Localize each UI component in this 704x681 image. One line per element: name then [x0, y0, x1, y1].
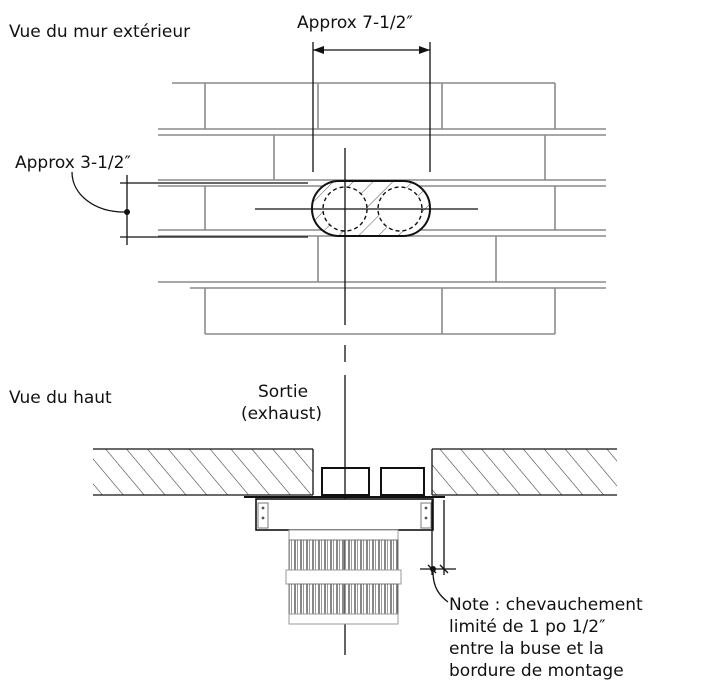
- vent-outlets: [321, 467, 425, 496]
- note-line1: Note : chevauchement: [449, 595, 643, 615]
- height-dimension: [71, 171, 308, 245]
- exhaust-label-line1: Sortie: [258, 382, 308, 402]
- heater-body: [285, 529, 402, 625]
- width-dimension-label: Approx 7-1/2″: [297, 13, 413, 33]
- width-dimension: [312, 42, 431, 172]
- exhaust-label-line2: (exhaust): [241, 404, 322, 424]
- mounting-flange: [244, 496, 445, 531]
- exterior-view-label: Vue du mur extérieur: [9, 22, 190, 42]
- overlap-dimension: [420, 500, 456, 603]
- note-line3: entre la buse et la: [449, 639, 604, 659]
- note-line4: bordure de montage: [449, 661, 624, 681]
- height-dimension-label: Approx 3-1/2″: [15, 153, 131, 173]
- wall-section-top-view: [93, 448, 617, 496]
- top-view-label: Vue du haut: [9, 388, 112, 408]
- note-line2: limité de 1 po 1/2″: [449, 617, 605, 637]
